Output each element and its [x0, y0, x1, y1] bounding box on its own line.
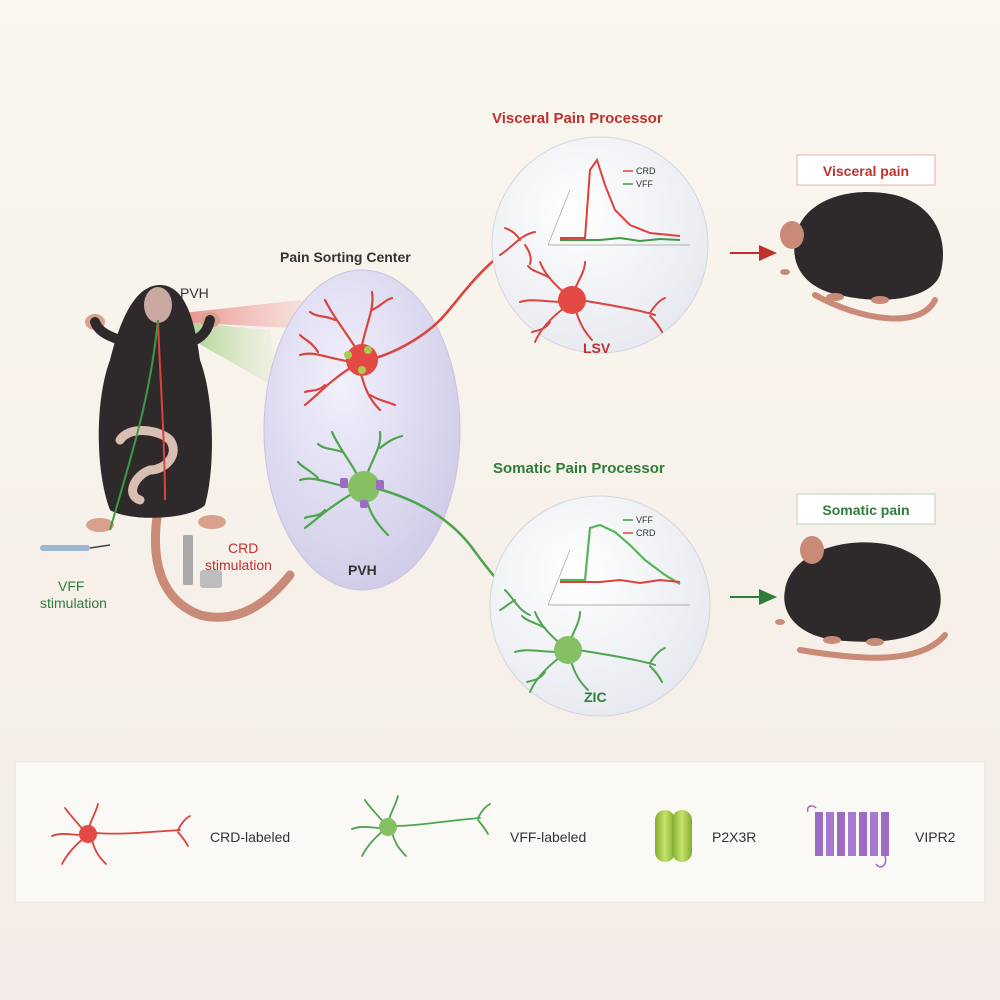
lsv-trace-panel	[547, 157, 690, 246]
visceral-pain-label: Visceral pain	[823, 163, 909, 179]
vff-stimulation-line2: stimulation	[40, 595, 107, 611]
mouse-tail	[151, 505, 295, 622]
lsv-legend-crd: CRD	[636, 166, 656, 176]
mouse-gut	[115, 426, 178, 505]
zic-neuron	[499, 589, 666, 693]
pain-sorting-center-title: Pain Sorting Center	[280, 249, 411, 265]
zic-trace-vff	[560, 523, 681, 585]
pvh-label-top: PVH	[180, 285, 209, 301]
pvh-oval-label: PVH	[348, 562, 377, 578]
pvh-oval	[263, 269, 461, 591]
zic-soma	[554, 636, 582, 664]
zic-label: ZIC	[584, 689, 607, 705]
somatic-pain-label: Somatic pain	[822, 502, 909, 518]
vff-filament-icon	[40, 544, 111, 551]
somatic-pain-mouse	[775, 536, 948, 661]
lsv-trace-vff	[560, 236, 681, 243]
pvh-vff-soma	[348, 471, 380, 503]
lsv-label: LSV	[583, 340, 611, 356]
mouse-body	[98, 285, 212, 518]
crd-stimulation-line1: CRD	[228, 540, 258, 556]
lsv-trace-crd	[560, 157, 681, 239]
visceral-pain-box	[796, 154, 936, 186]
visceral-pain-mouse	[780, 192, 943, 322]
stimulated-mouse	[40, 285, 330, 622]
visceral-processor-title: Visceral Pain Processor	[492, 110, 663, 127]
legend-panel	[14, 761, 986, 903]
zic-legend-vff: VFF	[636, 515, 654, 525]
legend-vipr2: VIPR2	[915, 829, 956, 845]
zic-trace-crd	[560, 578, 681, 585]
lsv-soma	[558, 286, 586, 314]
somatic-processor-title: Somatic Pain Processor	[493, 460, 665, 477]
zic-legend-crd: CRD	[636, 528, 656, 538]
vff-stimulation-line1: VFF	[58, 578, 84, 594]
legend-crd-labeled: CRD-labeled	[210, 829, 290, 845]
zic-trace-panel	[547, 519, 690, 606]
somatic-pain-box	[796, 493, 936, 525]
legend-vff-soma	[379, 818, 397, 836]
vipr2-receptor-icon	[806, 805, 889, 868]
crd-balloon-icon	[183, 535, 222, 588]
zic-circle	[489, 495, 711, 717]
crd-stimulation-line2: stimulation	[205, 557, 272, 573]
legend-p2x3r: P2X3R	[712, 829, 756, 845]
p2x3r-receptor-icon	[655, 810, 692, 862]
legend-vff-labeled: VFF-labeled	[510, 829, 586, 845]
lsv-legend-vff: VFF	[636, 179, 654, 189]
legend-crd-soma	[79, 825, 97, 843]
